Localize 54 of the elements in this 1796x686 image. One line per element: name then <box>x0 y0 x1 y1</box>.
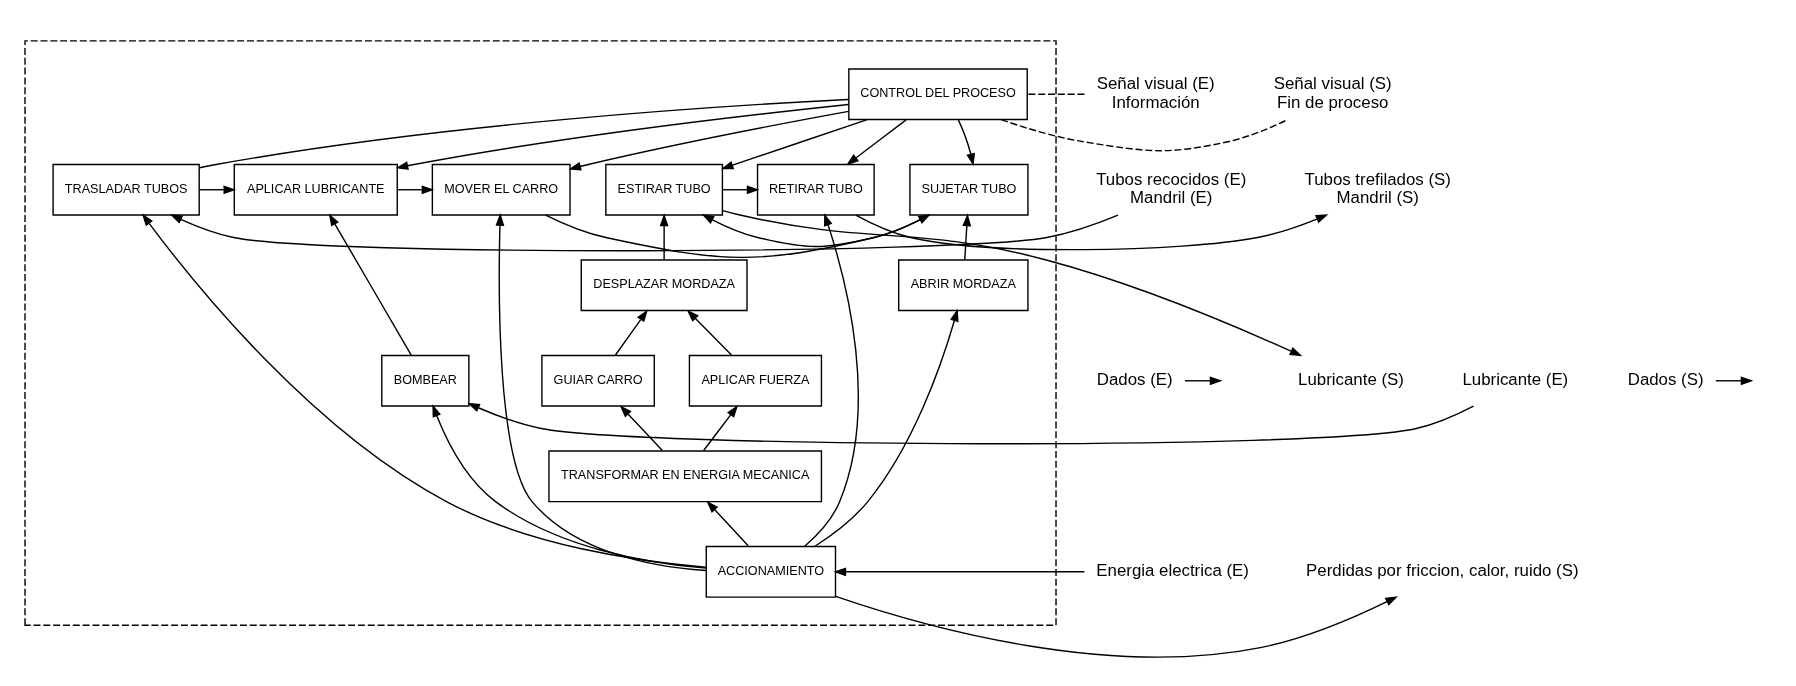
node-box: GUIAR CARRO <box>541 354 655 407</box>
arrow <box>686 309 733 356</box>
node-text: Perdidas por friccion, calor, ruido (S) <box>1306 560 1579 580</box>
arrow <box>720 118 868 169</box>
node-box: DESPLAZAR MORDAZA <box>580 258 748 311</box>
arrow <box>328 212 412 356</box>
node-text: Señal visual (E) Información <box>1096 73 1215 112</box>
node-box: BOMBEAR <box>381 354 470 407</box>
node-box: CONTROL DEL PROCESO <box>848 67 1028 120</box>
arrow <box>432 403 707 569</box>
node-text: Tubos recocidos (E) Mandril (E) <box>1096 169 1247 207</box>
arrow <box>962 213 972 260</box>
connector <box>1026 93 1086 95</box>
cluster <box>24 39 1057 626</box>
node-box: ABRIR MORDAZA <box>898 258 1029 311</box>
arrow <box>721 209 1303 356</box>
node-box: ESTIRAR TUBO <box>605 163 724 216</box>
arrow <box>706 500 750 547</box>
arrow <box>568 110 850 171</box>
arrow <box>722 184 760 194</box>
node-text: Tubos trefilados (S) Mandril (S) <box>1304 169 1451 207</box>
arrow <box>495 212 707 571</box>
node-text: Dados (E) <box>1096 369 1173 389</box>
arrow <box>395 103 850 170</box>
node-box: MOVER EL CARRO <box>431 163 571 216</box>
connector <box>198 98 850 168</box>
arrow <box>614 308 648 356</box>
arrow <box>835 595 1398 658</box>
node-box: APLICAR LUBRICANTE <box>233 163 398 216</box>
arrow <box>1715 375 1754 385</box>
arrow <box>619 404 664 451</box>
node-text: Señal visual (S) Fin de proceso <box>1273 73 1392 112</box>
node-box: RETIRAR TUBO <box>756 163 875 216</box>
arrow <box>1184 375 1223 385</box>
node-text: Dados (S) <box>1627 369 1704 389</box>
node-box: APLICAR FUERZA <box>688 354 823 407</box>
arrow <box>702 404 739 451</box>
arrow <box>846 118 907 165</box>
node-box: ACCIONAMIENTO <box>705 545 837 598</box>
arrow <box>814 308 959 547</box>
node-text: Energia electrica (E) <box>1096 560 1249 580</box>
node-text: Lubricante (S) <box>1298 369 1404 389</box>
arrow <box>957 118 976 166</box>
arrow <box>833 566 1086 576</box>
node-text: Lubricante (E) <box>1462 369 1569 389</box>
node-box: TRANSFORMAR EN ENERGIA MECANICA <box>548 449 823 502</box>
arrow <box>141 213 707 568</box>
arrow <box>467 402 1475 444</box>
arrow <box>396 184 435 194</box>
arrow <box>198 184 237 194</box>
arrow <box>659 213 669 260</box>
node-box: SUJETAR TUBO <box>909 163 1029 216</box>
arrow <box>803 212 859 547</box>
node-box: TRASLADAR TUBOS <box>52 163 200 216</box>
